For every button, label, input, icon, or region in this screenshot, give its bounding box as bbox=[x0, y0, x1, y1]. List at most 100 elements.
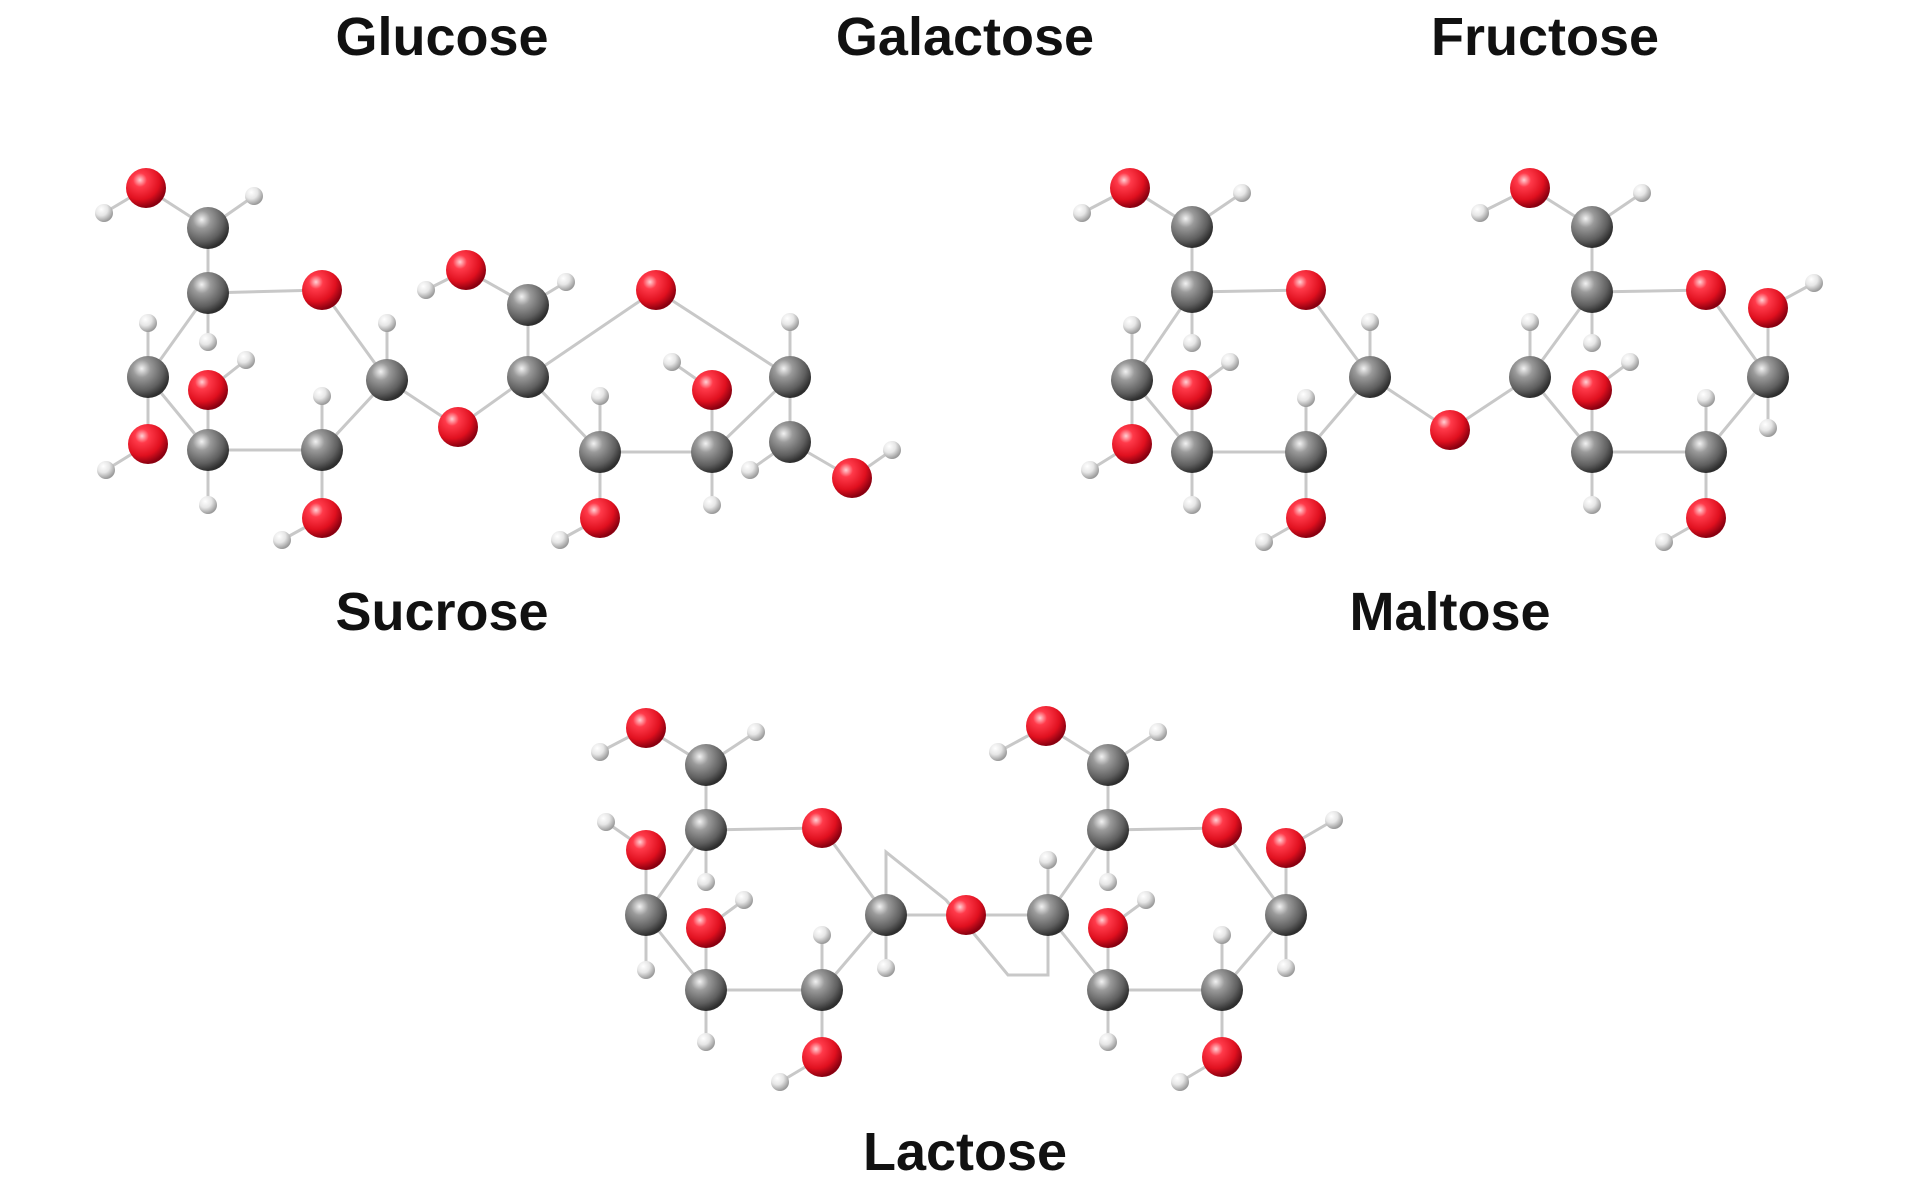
hydrogen-atom bbox=[245, 187, 263, 205]
carbon-atom bbox=[507, 284, 549, 326]
carbon-atom bbox=[1087, 744, 1129, 786]
hydrogen-atom bbox=[1183, 496, 1201, 514]
carbon-atom bbox=[187, 272, 229, 314]
oxygen-atom bbox=[446, 250, 486, 290]
carbon-atom bbox=[685, 744, 727, 786]
carbon-atom bbox=[1509, 356, 1551, 398]
oxygen-atom bbox=[686, 908, 726, 948]
oxygen-atom bbox=[636, 270, 676, 310]
carbon-atom bbox=[691, 431, 733, 473]
hydrogen-atom bbox=[1213, 926, 1231, 944]
carbon-atom bbox=[801, 969, 843, 1011]
hydrogen-atom bbox=[697, 873, 715, 891]
carbon-atom bbox=[1747, 356, 1789, 398]
hydrogen-atom bbox=[1655, 533, 1673, 551]
hydrogen-atom bbox=[1255, 533, 1273, 551]
carbon-atom bbox=[1027, 894, 1069, 936]
oxygen-atom bbox=[302, 270, 342, 310]
carbon-atom bbox=[187, 207, 229, 249]
hydrogen-atom bbox=[1183, 334, 1201, 352]
hydrogen-atom bbox=[95, 204, 113, 222]
hydrogen-atom bbox=[378, 314, 396, 332]
oxygen-atom bbox=[1202, 1037, 1242, 1077]
oxygen-atom bbox=[1202, 808, 1242, 848]
carbon-atom bbox=[1171, 206, 1213, 248]
label-galactose: Galactose bbox=[835, 7, 1095, 67]
hydrogen-atom bbox=[781, 313, 799, 331]
hydrogen-atom bbox=[1099, 1033, 1117, 1051]
carbon-atom bbox=[1201, 969, 1243, 1011]
oxygen-atom bbox=[626, 708, 666, 748]
hydrogen-atom bbox=[1149, 723, 1167, 741]
carbon-atom bbox=[1171, 271, 1213, 313]
oxygen-atom bbox=[126, 168, 166, 208]
hydrogen-atom bbox=[703, 496, 721, 514]
hydrogen-atom bbox=[1039, 851, 1057, 869]
hydrogen-atom bbox=[1583, 334, 1601, 352]
oxygen-atom bbox=[1510, 168, 1550, 208]
oxygen-atom bbox=[1286, 498, 1326, 538]
hydrogen-atom bbox=[97, 461, 115, 479]
oxygen-atom bbox=[1172, 370, 1212, 410]
hydrogen-atom bbox=[557, 273, 575, 291]
oxygen-atom bbox=[1266, 828, 1306, 868]
hydrogen-atom bbox=[199, 496, 217, 514]
hydrogen-atom bbox=[313, 387, 331, 405]
carbon-atom bbox=[1087, 969, 1129, 1011]
bond bbox=[655, 288, 791, 379]
oxygen-atom bbox=[438, 407, 478, 447]
hydrogen-atom bbox=[591, 387, 609, 405]
label-glucose: Glucose bbox=[335, 7, 549, 67]
oxygen-atom bbox=[580, 498, 620, 538]
hydrogen-atom bbox=[1325, 811, 1343, 829]
hydrogen-atom bbox=[1221, 353, 1239, 371]
label-maltose: Maltose bbox=[1349, 582, 1551, 642]
hydrogen-atom bbox=[1073, 204, 1091, 222]
hydrogen-atom bbox=[1297, 389, 1315, 407]
hydrogen-atom bbox=[813, 926, 831, 944]
hydrogen-atom bbox=[877, 959, 895, 977]
hydrogen-atom bbox=[1233, 184, 1251, 202]
label-lactose: Lactose bbox=[862, 1122, 1068, 1182]
carbon-atom bbox=[507, 356, 549, 398]
maltose-molecule bbox=[1073, 168, 1823, 551]
hydrogen-atom bbox=[237, 351, 255, 369]
glycosidic-bond bbox=[884, 848, 1050, 977]
carbon-atom bbox=[1571, 271, 1613, 313]
oxygen-atom bbox=[802, 1037, 842, 1077]
hydrogen-atom bbox=[697, 1033, 715, 1051]
carbon-atom bbox=[366, 359, 408, 401]
hydrogen-atom bbox=[551, 531, 569, 549]
hydrogen-atom bbox=[597, 813, 615, 831]
oxygen-atom bbox=[832, 458, 872, 498]
carbon-atom bbox=[1265, 894, 1307, 936]
oxygen-atom bbox=[1572, 370, 1612, 410]
label-fructose: Fructose bbox=[1430, 7, 1660, 67]
hydrogen-atom bbox=[1583, 496, 1601, 514]
carbon-atom bbox=[769, 356, 811, 398]
oxygen-atom bbox=[1686, 270, 1726, 310]
hydrogen-atom bbox=[735, 891, 753, 909]
carbon-atom bbox=[1111, 359, 1153, 401]
oxygen-atom bbox=[1748, 288, 1788, 328]
oxygen-atom bbox=[1026, 706, 1066, 746]
oxygen-atom bbox=[1110, 168, 1150, 208]
carbon-atom bbox=[865, 894, 907, 936]
hydrogen-atom bbox=[199, 333, 217, 351]
hydrogen-atom bbox=[1521, 313, 1539, 331]
carbon-atom bbox=[1685, 431, 1727, 473]
hydrogen-atom bbox=[741, 461, 759, 479]
oxygen-atom bbox=[188, 370, 228, 410]
hydrogen-atom bbox=[1805, 274, 1823, 292]
carbon-atom bbox=[625, 894, 667, 936]
hydrogen-atom bbox=[747, 723, 765, 741]
hydrogen-atom bbox=[1137, 891, 1155, 909]
carbon-atom bbox=[1349, 356, 1391, 398]
carbon-atom bbox=[1571, 206, 1613, 248]
hydrogen-atom bbox=[1759, 419, 1777, 437]
carbon-atom bbox=[1285, 431, 1327, 473]
hydrogen-atom bbox=[139, 314, 157, 332]
oxygen-atom bbox=[946, 895, 986, 935]
carbon-atom bbox=[685, 969, 727, 1011]
